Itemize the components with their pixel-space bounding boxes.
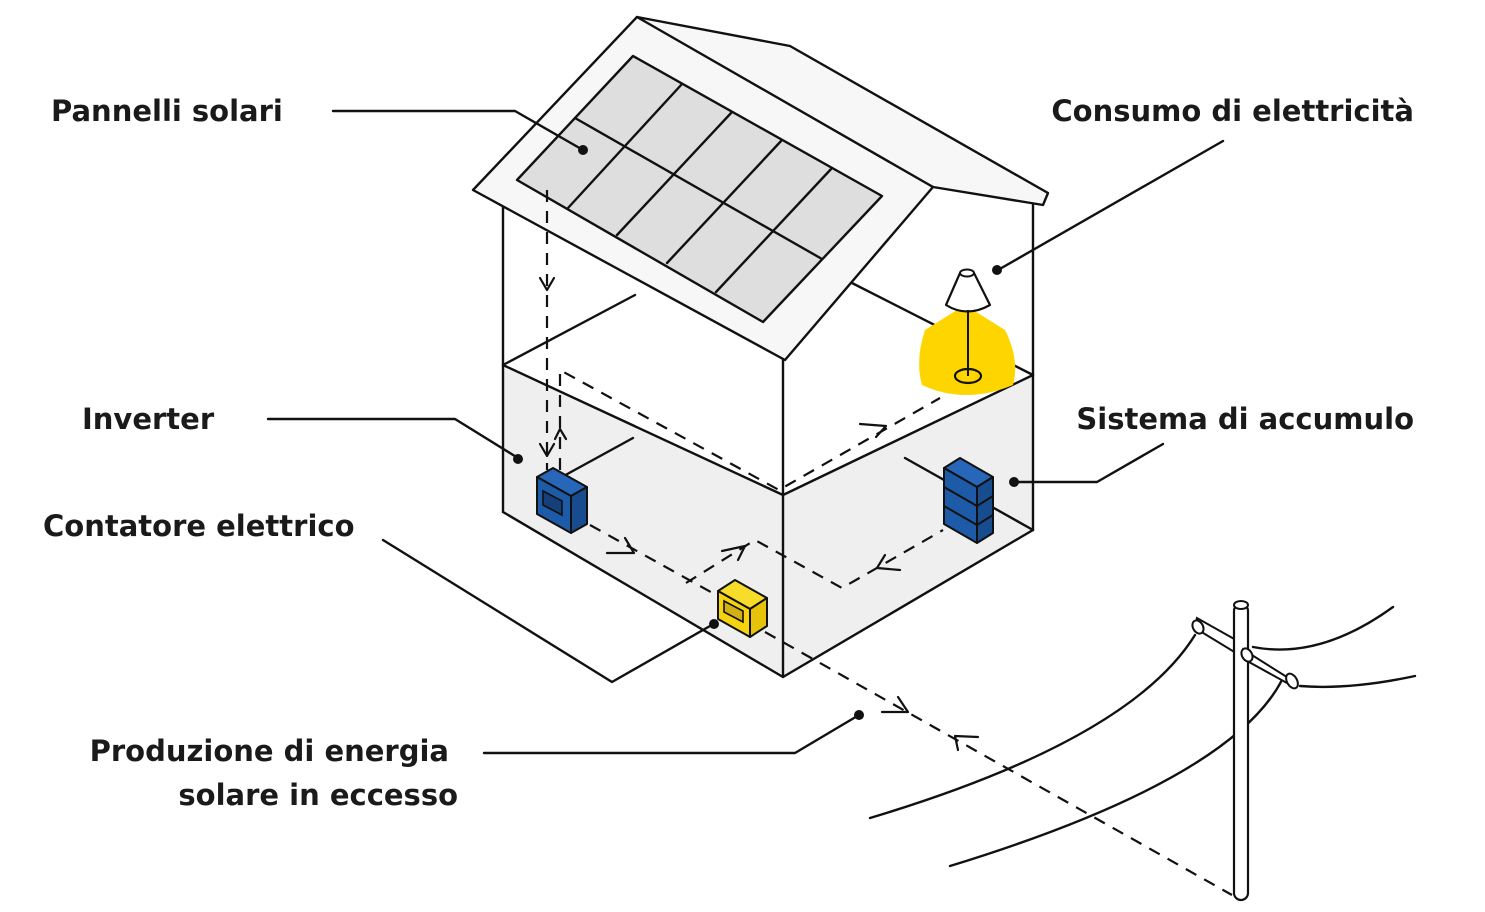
solar-panel-col-divider — [665, 138, 784, 265]
floor-slab-front — [501, 363, 1035, 497]
arrow-left-icon — [953, 734, 980, 752]
leader-solar-panels — [331, 109, 585, 152]
label-solar-panels: Pannelli solari — [51, 94, 283, 128]
roof — [471, 15, 1050, 362]
ground-inner-left — [558, 436, 635, 480]
power-wire — [1298, 674, 1417, 689]
solar-panel-row-divider — [573, 116, 824, 261]
lamp-shade-top — [959, 268, 975, 278]
arrow-right-icon — [605, 536, 636, 555]
electric-meter-icon — [717, 579, 768, 638]
leader-dot — [578, 145, 588, 155]
label-excess-line2: solare in eccesso — [178, 778, 458, 812]
arrow-up-icon — [553, 427, 568, 441]
battery-storage-icon — [943, 457, 994, 544]
inverter-icon — [536, 467, 588, 534]
leader-consumption — [996, 139, 1225, 272]
leader-dot — [513, 454, 523, 464]
arrow-down-icon — [538, 276, 556, 292]
ground-floor-right-wall — [783, 375, 1033, 677]
label-consumption: Consumo di elettricità — [1051, 94, 1414, 128]
label-storage: Sistema di accumulo — [1076, 402, 1414, 436]
arrow-right-icon — [720, 544, 747, 562]
leader-dot — [992, 265, 1002, 275]
arrow-right-icon — [858, 422, 888, 439]
leader-dot — [709, 619, 719, 629]
power-wire — [1251, 605, 1395, 651]
utility-pole-icon — [868, 600, 1417, 902]
label-inverter: Inverter — [82, 402, 215, 436]
label-excess-line1: Produzione di energia — [90, 734, 449, 768]
flow-meter-to-grid — [764, 631, 1233, 896]
flow-to-battery — [685, 529, 944, 590]
arrow-right-icon — [880, 695, 910, 714]
solar-panel-col-divider — [566, 82, 684, 210]
house-left-wall-upper — [503, 200, 783, 495]
floor-slab-back-left — [501, 293, 637, 367]
ground-floor-left-wall — [503, 365, 783, 677]
arrow-down-icon — [538, 442, 556, 458]
leader-inverter — [266, 417, 520, 460]
power-wire — [948, 678, 1284, 868]
label-meter: Contatore elettrico — [43, 509, 355, 543]
leader-dot — [1009, 477, 1019, 487]
flow-inverter-to-lamp — [558, 368, 941, 492]
solar-panel-array — [515, 54, 884, 324]
ground-base-line — [381, 538, 712, 684]
solar-panel-col-divider — [615, 110, 734, 237]
leader-excess-production — [482, 713, 861, 755]
solar-panel-col-divider — [714, 166, 834, 294]
energy-flows — [538, 190, 1233, 896]
lamp-shade — [944, 271, 992, 313]
ground-edge-front — [501, 510, 1035, 679]
leader-dot — [854, 710, 864, 720]
lamp-icon — [919, 268, 1016, 395]
lamp-base — [953, 367, 983, 385]
leader-storage — [1013, 442, 1165, 484]
power-wire — [868, 633, 1197, 820]
arrow-left-icon — [875, 553, 902, 572]
flow-inverter-to-meter — [589, 524, 719, 597]
leaders — [266, 109, 1225, 755]
